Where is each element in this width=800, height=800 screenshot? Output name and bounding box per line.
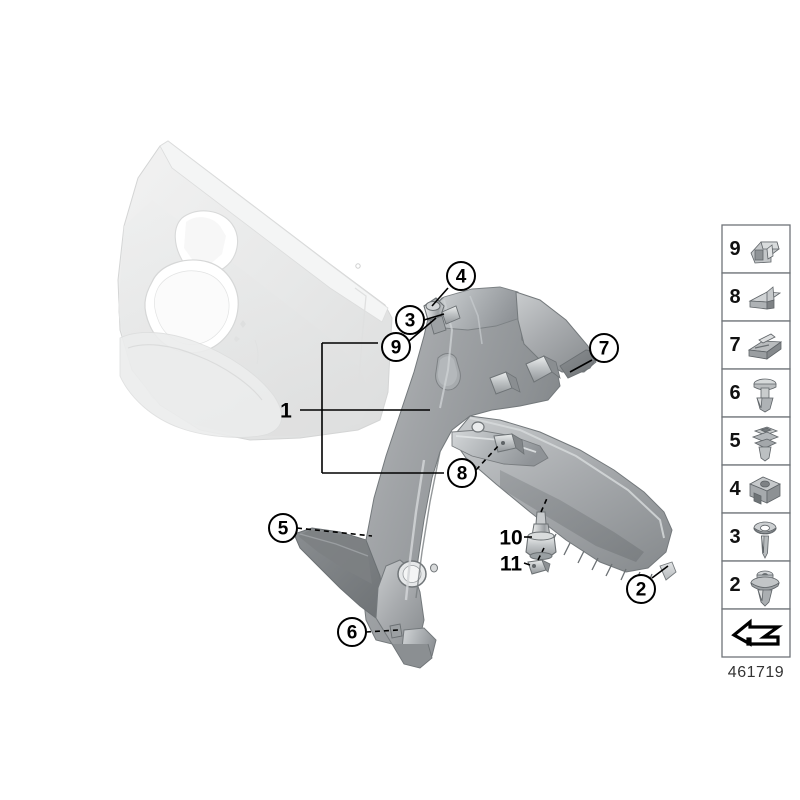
callout-7-number: 7 (599, 339, 610, 360)
square-nut-grommet-icon (749, 476, 781, 505)
upper-clip-tabs (489, 355, 561, 395)
callout-1[interactable]: 1 (280, 400, 292, 423)
callout-4[interactable]: 4 (446, 261, 476, 291)
legend-item-7-number: 7 (729, 334, 740, 356)
round-head-rivet-icon (750, 570, 780, 607)
callout-1-number: 1 (280, 400, 292, 423)
clip-boss-8 (493, 433, 525, 455)
callout-3-circle (395, 305, 425, 335)
fastener-11-part (527, 559, 551, 575)
legend-item-8-cell (721, 272, 791, 322)
fastener-10-part (525, 511, 557, 560)
legend-item-9[interactable]: 9 (721, 224, 791, 274)
rear-side-trim-panel (293, 286, 677, 669)
callout-7-circle (589, 333, 619, 363)
callout-8-circle (447, 458, 477, 488)
legend-direction-arrow (721, 608, 791, 658)
legend-item-8-number: 8 (729, 286, 740, 308)
mushroom-rivet-icon (753, 378, 777, 413)
callout-8[interactable]: 8 (447, 458, 477, 488)
legend-item-6-number: 6 (729, 382, 740, 404)
callout-2[interactable]: 2 (626, 574, 656, 604)
legend-item-5-number: 5 (729, 430, 740, 452)
rail-clip-icon (747, 333, 783, 360)
door-panel-ghost (117, 140, 393, 441)
callout-6[interactable]: 6 (337, 617, 367, 647)
legend-item-6[interactable]: 6 (721, 368, 791, 418)
callout-9-circle (381, 332, 411, 362)
callout-4-circle (446, 261, 476, 291)
callout-10[interactable]: 10 (499, 527, 522, 550)
countersunk-screw-icon (753, 521, 777, 559)
direction-arrow-icon (731, 618, 783, 647)
callout-5-number: 5 (278, 519, 289, 540)
callout-7[interactable]: 7 (589, 333, 619, 363)
callout-9[interactable]: 9 (381, 332, 411, 362)
legend-item-4[interactable]: 4 (721, 464, 791, 514)
legend-item-3-number: 3 (729, 526, 740, 548)
callout-2-circle (626, 574, 656, 604)
callout-5-circle (268, 513, 298, 543)
callout-10-number: 10 (499, 527, 522, 550)
callout-markers: 1 2 3 4 5 6 7 8 9 10 11 (268, 261, 656, 647)
callout-5[interactable]: 5 (268, 513, 298, 543)
leader-lines (296, 287, 669, 633)
callout-4-number: 4 (456, 267, 467, 288)
clip-retainer-icon (750, 241, 780, 264)
callout-6-circle (337, 617, 367, 647)
legend-item-6-cell (721, 368, 791, 418)
legend-item-9-number: 9 (729, 238, 740, 260)
legend-item-5-cell (721, 416, 791, 466)
legend-item-3-cell (721, 512, 791, 562)
legend-item-5[interactable]: 5 (721, 416, 791, 466)
legend-item-3[interactable]: 3 (721, 512, 791, 562)
legend-item-8[interactable]: 8 (721, 272, 791, 322)
square-head-rivet-icon (751, 426, 780, 462)
bracket-clip-icon (748, 286, 782, 310)
legend-item-2-number: 2 (729, 574, 740, 596)
callout-11[interactable]: 11 (500, 553, 523, 576)
legend-item-2[interactable]: 2 (721, 560, 791, 610)
callout-3-number: 3 (405, 311, 416, 332)
callout-8-number: 8 (457, 464, 468, 485)
callout-11-number: 11 (500, 553, 523, 576)
callout-9-number: 9 (391, 338, 402, 359)
legend-item-7[interactable]: 7 (721, 320, 791, 370)
callout-6-number: 6 (347, 623, 358, 644)
legend-panel: 9 8 7 6 5 4 3 2 (721, 224, 791, 658)
callout-3[interactable]: 3 (395, 305, 425, 335)
callout-2-number: 2 (636, 580, 647, 601)
part-number-label: 461719 (728, 664, 784, 681)
legend-item-4-number: 4 (729, 478, 741, 500)
